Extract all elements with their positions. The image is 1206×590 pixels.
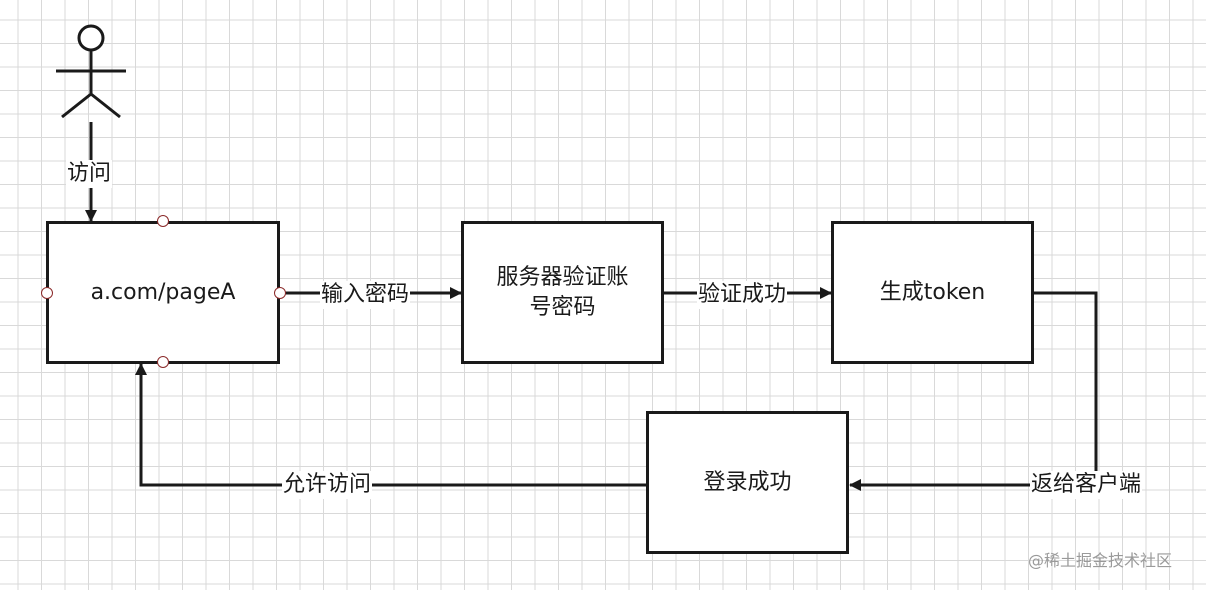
edge-label-return-client: 返给客户端 — [1030, 471, 1143, 499]
edge-allow-visit — [135, 363, 646, 487]
connection-handle-right[interactable] — [274, 287, 286, 299]
node-login-success-label: 登录成功 — [703, 469, 792, 495]
node-generate-token: 生成token — [831, 221, 1034, 364]
connection-handle-top[interactable] — [157, 215, 169, 227]
node-server-verify: 服务器验证账号密码 — [461, 221, 664, 364]
node-page-a-label: a.com/pageA — [90, 279, 236, 305]
connection-handle-left[interactable] — [41, 287, 53, 299]
node-page-a: a.com/pageA — [46, 221, 280, 364]
edge-label-verify-success: 验证成功 — [697, 281, 788, 309]
edge-return-client — [849, 291, 1098, 491]
watermark: @稀土掘金技术社区 — [1028, 551, 1173, 570]
connection-handle-bottom[interactable] — [157, 356, 169, 368]
node-generate-token-label: 生成token — [879, 279, 986, 305]
node-server-verify-label: 服务器验证账号密码 — [496, 264, 629, 320]
edge-label-input-password: 输入密码 — [320, 281, 411, 309]
actor-icon — [56, 24, 126, 119]
edge-label-allow-visit: 允许访问 — [282, 471, 373, 499]
node-login-success: 登录成功 — [646, 411, 849, 554]
edge-label-visit: 访问 — [66, 160, 113, 188]
